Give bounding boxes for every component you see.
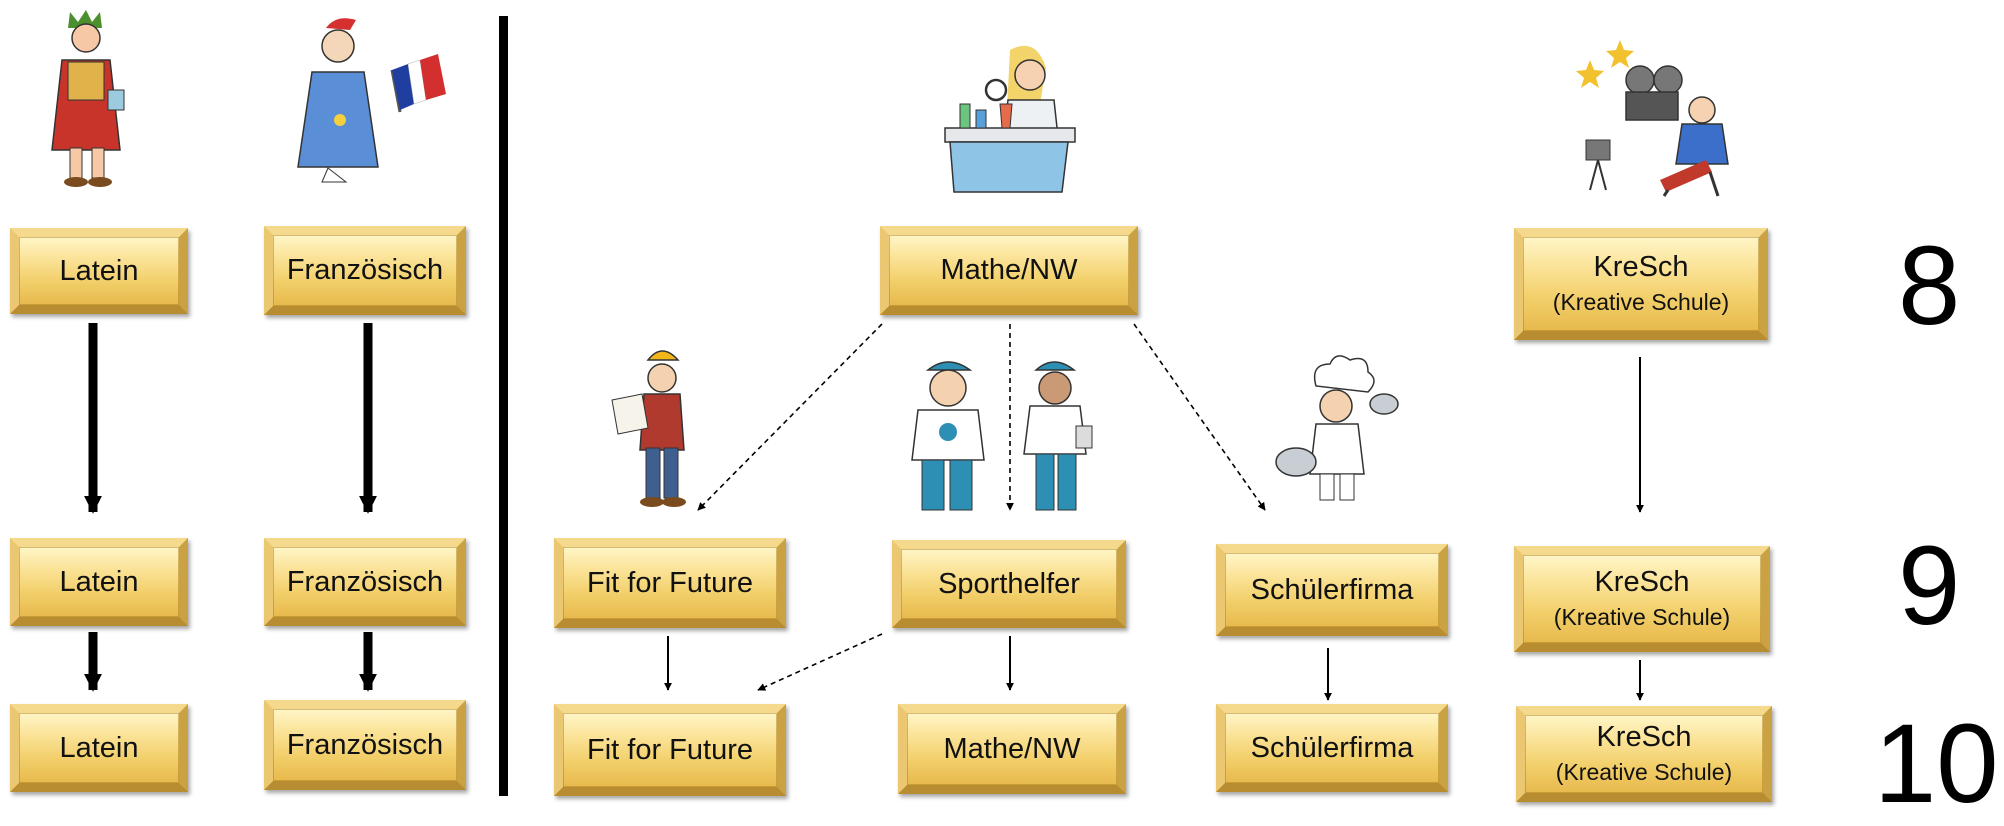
box-latein-10: Latein bbox=[10, 704, 188, 792]
box-label: Sporthelfer bbox=[938, 567, 1080, 600]
box-sublabel: (Kreative Schule) bbox=[1553, 604, 1731, 631]
box-mathe-nw-10: Mathe/NW bbox=[898, 704, 1126, 794]
divider-line bbox=[499, 16, 508, 796]
box-kresch-10: KreSch (Kreative Schule) bbox=[1516, 706, 1772, 802]
box-label: Latein bbox=[59, 731, 139, 764]
arrow-mathe-to-fit bbox=[697, 323, 883, 511]
box-latein-8: Latein bbox=[10, 228, 188, 314]
box-label: Fit for Future bbox=[587, 566, 753, 599]
box-label: Mathe/NW bbox=[940, 254, 1078, 287]
box-kresch-8: KreSch (Kreative Schule) bbox=[1514, 228, 1768, 340]
arrow-mathe-to-schueler bbox=[1133, 323, 1266, 511]
grade-9-label: 9 bbox=[1898, 523, 1961, 648]
box-fit-for-future-10: Fit for Future bbox=[554, 704, 786, 796]
box-sublabel: (Kreative Schule) bbox=[1552, 289, 1730, 316]
box-label: Schülerfirma bbox=[1250, 573, 1414, 606]
arrow-sport-to-fit bbox=[757, 633, 883, 691]
box-latein-9: Latein bbox=[10, 538, 188, 626]
box-franzoesisch-9: Französisch bbox=[264, 538, 466, 626]
box-sporthelfer-9: Sporthelfer bbox=[892, 540, 1126, 628]
box-mathe-nw-8: Mathe/NW bbox=[880, 226, 1138, 315]
box-schuelerfirma-9: Schülerfirma bbox=[1216, 544, 1448, 636]
roman-emperor-icon bbox=[51, 10, 125, 187]
box-franzoesisch-8: Französisch bbox=[264, 226, 466, 315]
construction-worker-icon bbox=[611, 350, 686, 507]
sport-helpers-icon bbox=[911, 361, 1093, 511]
scientist-lab-icon bbox=[944, 45, 1076, 193]
box-kresch-9: KreSch (Kreative Schule) bbox=[1514, 546, 1770, 652]
box-label: Mathe/NW bbox=[943, 732, 1081, 765]
film-director-icon bbox=[1576, 40, 1729, 197]
box-franzoesisch-10: Französisch bbox=[264, 700, 466, 790]
box-label: Französisch bbox=[286, 254, 444, 287]
box-schuelerfirma-10: Schülerfirma bbox=[1216, 704, 1448, 792]
box-label: KreSch bbox=[1596, 720, 1692, 753]
box-label: Latein bbox=[59, 254, 139, 287]
box-label: Latein bbox=[59, 565, 139, 598]
french-man-flag-icon bbox=[297, 18, 446, 183]
box-label: Französisch bbox=[286, 728, 444, 761]
box-fit-for-future-9: Fit for Future bbox=[554, 538, 786, 628]
box-label: Schülerfirma bbox=[1250, 731, 1414, 764]
grade-8-label: 8 bbox=[1898, 223, 1961, 348]
box-label: KreSch bbox=[1593, 250, 1689, 283]
grade-10-label: 10 bbox=[1874, 701, 1999, 826]
box-label: KreSch bbox=[1594, 565, 1690, 598]
box-label: Französisch bbox=[286, 565, 444, 598]
diagram-canvas bbox=[51, 10, 1729, 796]
box-sublabel: (Kreative Schule) bbox=[1555, 759, 1733, 786]
box-label: Fit for Future bbox=[587, 733, 753, 766]
chef-icon bbox=[1275, 355, 1399, 501]
